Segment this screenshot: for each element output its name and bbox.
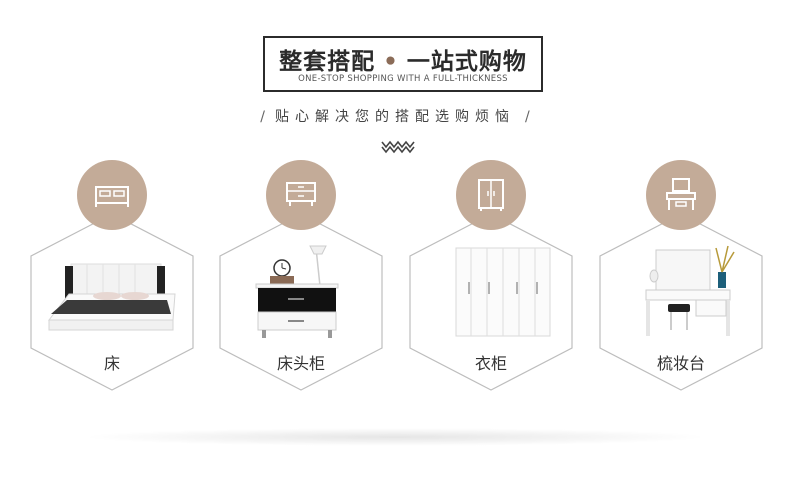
category-card-dressing-table[interactable]: 梳妆台 <box>596 160 766 400</box>
nightstand-product-image <box>255 245 339 338</box>
dressing-table-product-image <box>645 245 735 336</box>
hexagon-frame <box>30 213 194 391</box>
title-right: 一站式购物 <box>406 49 527 75</box>
tagline-text: 贴心解决您的搭配选购烦恼 <box>275 109 515 125</box>
bottom-shadow <box>80 428 710 446</box>
category-card-bed[interactable]: 床 <box>27 160 197 400</box>
category-icon-circle <box>266 160 336 230</box>
category-label: 床 <box>103 354 120 373</box>
title-box: 整套搭配 • 一站式购物 ONE-STOP SHOPPING WITH A FULL… <box>263 36 543 92</box>
tagline-slash-right: / <box>525 109 530 125</box>
category-label: 梳妆台 <box>656 354 705 373</box>
bed-product-image <box>47 263 176 331</box>
hexagon-frame <box>409 213 573 391</box>
hexagon-frame <box>219 213 383 391</box>
tagline: / 贴心解决您的搭配选购烦恼 / <box>0 106 790 126</box>
dressing-table-icon <box>666 178 696 210</box>
wardrobe-product-image <box>455 247 551 337</box>
category-card-wardrobe[interactable]: 衣柜 <box>406 160 576 400</box>
category-label: 衣柜 <box>474 354 507 373</box>
title-left: 整套搭配 <box>279 49 376 75</box>
category-icon-circle <box>646 160 716 230</box>
category-icon-circle <box>77 160 147 230</box>
category-icon-circle <box>456 160 526 230</box>
bed-icon <box>95 186 129 207</box>
page-subtitle: ONE-STOP SHOPPING WITH A FULL-THICKNESS <box>298 74 508 84</box>
page-title: 整套搭配 • 一站式购物 <box>265 42 541 76</box>
tagline-slash-left: / <box>260 109 265 125</box>
category-label: 床头柜 <box>276 354 325 373</box>
title-dot: • <box>383 49 399 75</box>
wardrobe-icon <box>478 179 504 211</box>
zigzag-divider-icon <box>381 140 415 154</box>
category-card-nightstand[interactable]: 床头柜 <box>216 160 386 400</box>
nightstand-icon <box>286 182 316 206</box>
hexagon-frame <box>599 213 763 391</box>
